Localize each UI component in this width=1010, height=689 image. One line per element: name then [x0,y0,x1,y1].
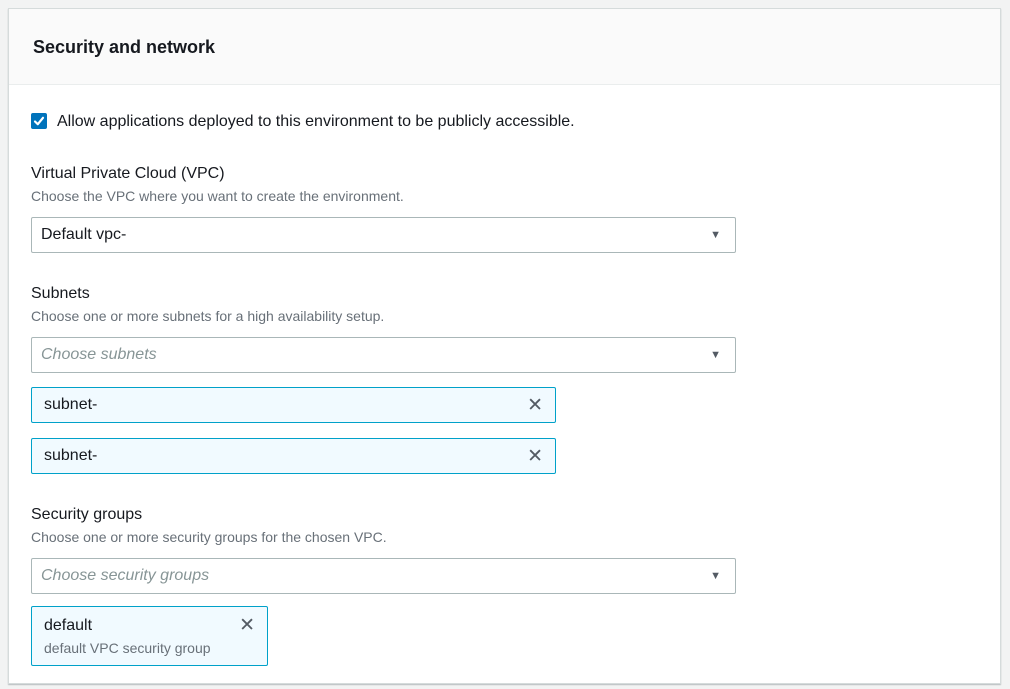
subnets-field-description: Choose one or more subnets for a high av… [31,308,385,324]
subnets-select-placeholder: Choose subnets [41,346,157,363]
remove-subnet-button[interactable]: ✕ [523,445,547,468]
public-access-checkbox[interactable] [31,113,47,129]
close-icon: ✕ [527,445,543,467]
public-access-checkbox-row[interactable]: Allow applications deployed to this envi… [31,111,978,133]
remove-security-group-button[interactable]: ✕ [235,614,259,637]
subnet-token-label: subnet- [44,447,98,464]
subnets-select[interactable]: Choose subnets ▼ [31,337,736,373]
subnet-token-list: subnet- ✕ subnet- ✕ [31,387,978,474]
dropdown-arrow-icon: ▼ [710,228,721,241]
security-groups-select[interactable]: Choose security groups ▼ [31,558,736,594]
subnets-field: Subnets Choose one or more subnets for a… [31,283,978,474]
vpc-field: Virtual Private Cloud (VPC) Choose the V… [31,163,978,253]
checkmark-icon [33,116,45,126]
subnet-token-label: subnet- [44,396,98,413]
security-group-token-description: default VPC security group [44,640,211,656]
panel-content: Allow applications deployed to this envi… [9,85,1000,686]
security-group-token-label: default [44,616,93,634]
subnet-token: subnet- ✕ [31,387,556,423]
subnets-field-label: Subnets [31,285,90,302]
remove-subnet-button[interactable]: ✕ [523,394,547,417]
vpc-select-value: Default vpc- [41,226,127,243]
vpc-field-description: Choose the VPC where you want to create … [31,188,404,204]
public-access-checkbox-label[interactable]: Allow applications deployed to this envi… [57,113,575,130]
dropdown-arrow-icon: ▼ [710,348,721,361]
close-icon: ✕ [239,615,255,636]
security-group-token: default ✕ default VPC security group [31,606,268,666]
panel-header: Security and network [9,9,1000,85]
subnet-token: subnet- ✕ [31,438,556,474]
security-group-token-header: default ✕ [44,614,259,637]
security-groups-field-label: Security groups [31,506,143,523]
vpc-select[interactable]: Default vpc- ▼ [31,217,736,253]
security-and-network-panel: Security and network Allow applications … [8,8,1001,684]
close-icon: ✕ [527,394,543,416]
security-groups-field-description: Choose one or more security groups for t… [31,529,387,545]
security-groups-select-placeholder: Choose security groups [41,567,210,584]
panel-title: Security and network [33,37,216,57]
vpc-field-label: Virtual Private Cloud (VPC) [31,165,225,182]
dropdown-arrow-icon: ▼ [710,569,721,582]
security-groups-field: Security groups Choose one or more secur… [31,504,978,666]
